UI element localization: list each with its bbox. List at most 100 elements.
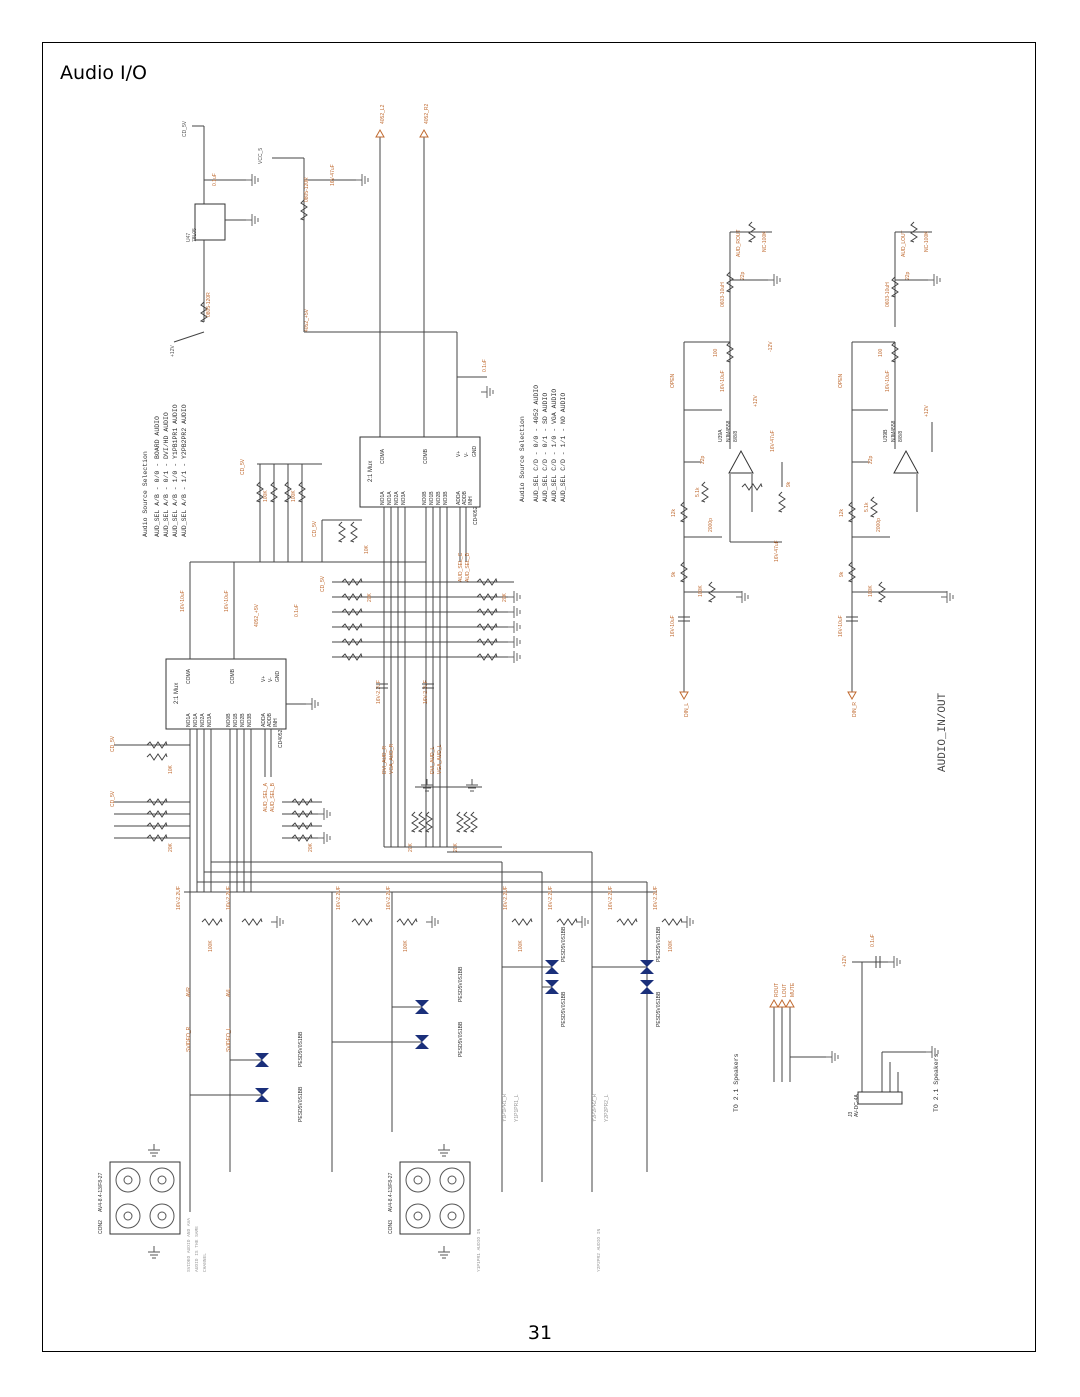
mux-u38-pin-adda: ADDA — [456, 490, 462, 505]
c-10uf-2: 16V-10uF — [224, 590, 230, 612]
net-aud-sel-a: AUD_SEL_A — [263, 782, 269, 812]
mux-u39-pin-no0a: NO1A — [186, 713, 192, 727]
sheet-name: AUDIO_IN/OUT — [937, 692, 949, 772]
con2-note-1: SVIDEO AUDIO AND AVA — [186, 1218, 192, 1272]
net-ypbpr2-r: Y2P2PR2_R — [592, 1093, 598, 1122]
net-aud-rout: AUD_ROUT — [736, 229, 742, 257]
page-title: Audio I/O — [60, 62, 148, 84]
connector-con2: CON2 AV4-8.4-13/F8-27 SVIDEO AUDIO AND A… — [98, 1143, 208, 1272]
vcc5-label: VCC_5 — [258, 148, 264, 164]
mux-u39-pin-no3b: NO3B — [247, 713, 253, 727]
selection-table-1-row-2: AUD_SEL A/B - 0/1 - DVI/HD AUDIO — [163, 412, 170, 537]
u47-ref: U47 — [186, 233, 192, 242]
mux-u38-label: 2:1 Mux — [368, 461, 374, 482]
net-lout: LOUT — [782, 984, 788, 997]
cd5v-label-1: CD_5V — [182, 120, 188, 137]
u39-wire-bundle: 10K CD_5V 20K CD_5V 20K — [110, 729, 331, 892]
net-out-r: 4052_R2 — [424, 103, 430, 124]
mux-u39-pin-comb: COMB — [230, 668, 236, 684]
r-12k-1: 12k — [671, 508, 677, 517]
p12v-label-3: +12V — [924, 405, 930, 417]
selection-table-1: Audio Source Selection AUD_SEL A/B - 0/0… — [142, 404, 188, 537]
c-10uf-5: 16V-10uF — [885, 370, 891, 392]
r-20k-1: 20K — [367, 592, 373, 602]
c-01uf-1: 0.1uF — [212, 173, 218, 186]
r-100k-3: 100K — [208, 940, 214, 952]
mux-u39-pin-addb: ADDB — [267, 712, 273, 727]
output-stage-right: U39A NJM4558 8/8/8 OPEN 22p 16V-10uF 100… — [670, 221, 954, 717]
selection-table-2-row-1: AUD_SEL C/D - 0/0 - 4052 AUDIO — [533, 385, 540, 502]
net-avr: AVR — [186, 987, 192, 997]
net-avl: AVL — [226, 988, 232, 997]
r-100k-7: 100K — [698, 585, 704, 597]
tvs-label-6: PESD5V0S1BB — [561, 991, 567, 1027]
c-22uf-9: 16V-2.2UF — [608, 886, 614, 910]
mux-u39-pin-vminus: V- — [268, 677, 274, 682]
mux-u38-pin-no3a: NO3A — [401, 491, 407, 505]
c-22uf-2: 16V-2.2UF — [423, 680, 429, 704]
selection-table-1-row-4: AUD_SEL A/B - 1/1 - Y2PB2PR2 AUDIO — [181, 404, 188, 537]
mux-u39-pin-coma: COMA — [186, 668, 192, 684]
mux-u39-label: 2:1 Mux — [174, 683, 180, 704]
speaker-section: ROUT LOUT MUTE TO 2.1 Speakers +12V 0.1u… — [733, 934, 940, 1117]
tvs-label-3: PESD5V0S1BB — [458, 966, 464, 1002]
c-22p-4: 22p — [905, 271, 911, 280]
opamp-2-part: NJM4558 — [891, 420, 897, 442]
c-01uf-4: 0.1uF — [870, 934, 876, 947]
resistor-bank-center: 20K 20K — [408, 778, 482, 852]
mux-u38-pin-no3b: NO3B — [443, 491, 449, 505]
input-lines: SVIDEO_R SVIDEO_L AVR AVL Y1P1PR1_R Y1P1… — [186, 922, 648, 1212]
cd5v-label-4: CD_5V — [320, 575, 326, 592]
u38-wire-bundle: AUD_SEL_C AUD_SEL_D — [383, 507, 471, 847]
r-10k-2: 10K — [168, 764, 174, 774]
selection-table-1-title: Audio Source Selection — [142, 451, 149, 537]
c-22uf-1: 16V-2.2UF — [376, 680, 382, 704]
mux-u38-pin-no0a: NO1A — [380, 491, 386, 505]
r-9k-1: 9k — [786, 481, 792, 487]
inductor-label-1: 0603-10uH — [720, 282, 726, 307]
c-22uf-5: 16V-2.2UF — [336, 886, 342, 910]
ferrite-label-2: 0805-120R — [304, 177, 310, 202]
mux-u39-pin-adda: ADDA — [261, 712, 267, 727]
tvs-label-8: PESD5V0S1BB — [656, 991, 662, 1027]
con3-part: AV4-8.4-13/F8-27 — [388, 1172, 394, 1212]
v4052-label-1: 4052_+5V — [304, 308, 310, 332]
r-100k-8: 100K — [868, 585, 874, 597]
tvs-label-5: PESD5V0S1BB — [561, 926, 567, 962]
selection-table-2: Audio Source Selection AUD_SEL C/D - 0/0… — [519, 385, 567, 502]
net-svideo-l: SVIDEO_L — [226, 1027, 232, 1052]
tvs-label-7: PESD5V0S1BB — [656, 926, 662, 962]
net-din-r: DIN_R — [852, 702, 858, 717]
c-22uf-10: 16V-2.2UF — [653, 886, 659, 910]
opamp-2-note: 8/8/8 — [898, 431, 904, 442]
c-22uf-7: 16V-2.2UF — [503, 886, 509, 910]
c-10uf-6: 16V-10uF — [838, 615, 844, 637]
r-9k-3: 9k — [839, 571, 845, 577]
net-din-l: DIN_L — [684, 703, 690, 717]
net-ypbpr1-r: Y1P1PR1_R — [502, 1093, 508, 1122]
r-5k1-1: 5.1k — [695, 487, 701, 497]
mux-u38-pin-coma: COMA — [380, 448, 386, 464]
regulator-section: U47 78L05 +12V CD_5V 0.1uF 0805-120R VCC… — [170, 103, 494, 437]
c-10uf-4: 16V-10uF — [670, 615, 676, 637]
r-20k-5: 20K — [168, 842, 174, 852]
mux-u38: 2:1 Mux COMA COMB V+ V- GND NO1A NO1A NO… — [359, 436, 481, 525]
tvs-label-4: PESD5V0S1BB — [458, 1021, 464, 1057]
mux-u39-pin-vplus: V+ — [261, 676, 267, 682]
mux-u38-part: CD4052 — [473, 506, 479, 525]
r-9k-2: 9k — [671, 571, 677, 577]
mux-u39-pin-no3a: NO3A — [207, 713, 213, 727]
opamp-2 — [893, 449, 919, 474]
r-20k-2: 20K — [502, 592, 508, 602]
c-47uf-1: 16V-47uF — [330, 164, 336, 186]
schematic-sheet: U47 78L05 +12V CD_5V 0.1uF 0805-120R VCC… — [62, 92, 1022, 1292]
page-border — [42, 42, 1036, 1352]
mux-u39-pin-gnd: GND — [275, 671, 281, 683]
p12v-label-4: +12V — [842, 955, 848, 967]
mux-u38-pin-no2b: NO2B — [436, 491, 442, 505]
ferrite-label-1: 0805-120R — [206, 292, 212, 317]
con2-part: AV4-8.4-13/F8-27 — [98, 1172, 104, 1212]
net-aud-sel-b: AUD_SEL_B — [270, 782, 276, 812]
selection-table-2-title: Audio Source Selection — [519, 416, 526, 502]
speaker-jack — [857, 1091, 903, 1105]
